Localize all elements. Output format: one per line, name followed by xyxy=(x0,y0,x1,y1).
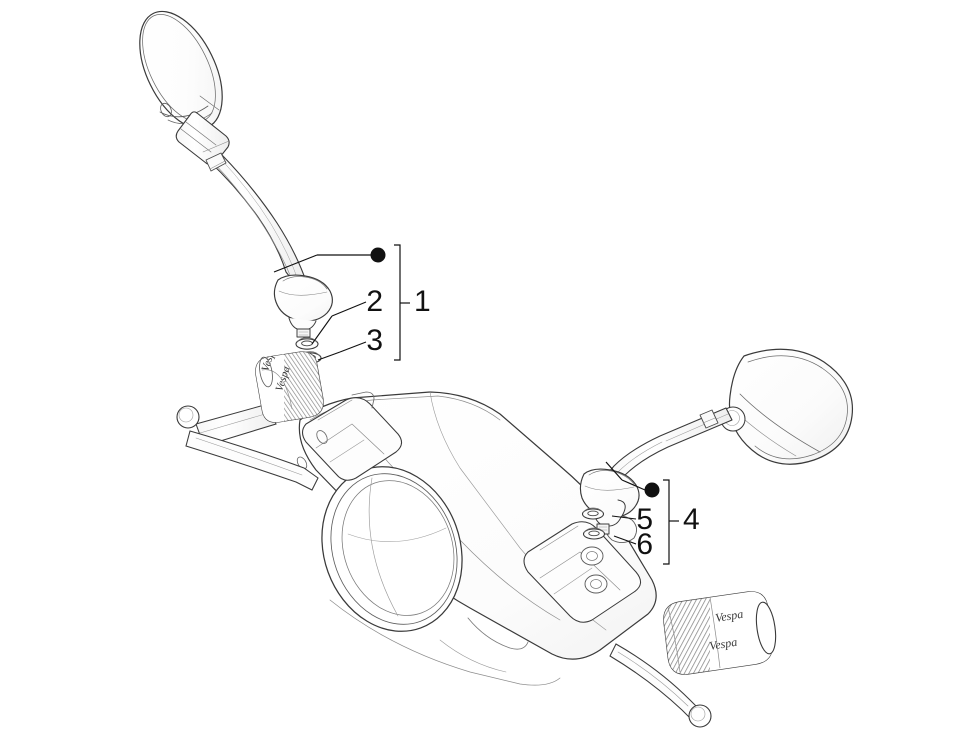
handlebar-headset-assembly[interactable] xyxy=(295,391,657,686)
callout-label-6[interactable]: 6 xyxy=(636,528,653,561)
callout-label-2[interactable]: 2 xyxy=(366,285,383,318)
leader-line-part3 xyxy=(339,341,367,353)
left-handlebar-and-lever[interactable] xyxy=(176,403,319,491)
left-mirror-head xyxy=(139,10,223,130)
leader-line-part2 xyxy=(331,301,367,317)
right-grip-brand-text: Vespa xyxy=(708,635,738,653)
callout-label-1[interactable]: 1 xyxy=(414,285,431,318)
left-washer-upper[interactable] xyxy=(295,337,319,350)
leader-line-part6 xyxy=(613,535,637,545)
leader-line-part5 xyxy=(611,515,637,520)
svg-text:Vespa: Vespa xyxy=(714,607,744,625)
callout-label-5[interactable]: 5 xyxy=(636,503,653,536)
callout-group-left[interactable]: 1 2 3 xyxy=(273,244,431,361)
left-lever-ball xyxy=(176,405,200,429)
right-handlebar-grip: Vespa Vespa xyxy=(663,591,777,675)
right-washer-lower[interactable] xyxy=(582,527,606,540)
right-switch-housing xyxy=(523,521,642,623)
leader-line-part4 xyxy=(621,479,646,491)
right-handlebar-and-lever[interactable] xyxy=(609,643,712,728)
callout-label-3[interactable]: 3 xyxy=(366,324,383,357)
callout-group-right[interactable]: 4 5 6 xyxy=(605,461,700,565)
left-mirror-assembly[interactable] xyxy=(123,0,333,338)
left-handlebar-grip: Vespa Vespa xyxy=(255,351,324,423)
bullet-marker-right xyxy=(644,482,660,498)
left-switch-housing xyxy=(296,391,403,481)
callout-label-4[interactable]: 4 xyxy=(683,503,700,536)
right-washer-upper[interactable] xyxy=(581,507,605,520)
left-mirror-base xyxy=(273,274,333,338)
bracket-right-group xyxy=(663,479,670,565)
bullet-marker-left xyxy=(370,247,386,263)
headlight-assembly xyxy=(321,466,463,632)
left-mirror-neck xyxy=(175,111,230,166)
right-mirror-head xyxy=(720,348,854,465)
right-lever-ball xyxy=(688,704,712,728)
